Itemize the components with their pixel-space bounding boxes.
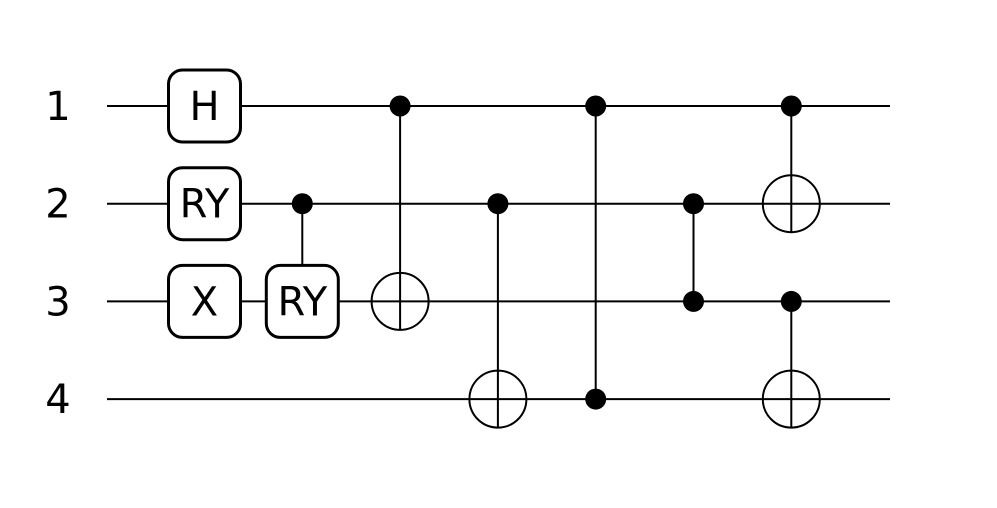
gate-box	[167, 263, 242, 339]
wire-label-2: 2	[45, 182, 70, 228]
gate-box	[264, 263, 340, 339]
wire-label-1: 1	[45, 84, 70, 130]
gates-layer: H RY X RY	[167, 68, 821, 429]
gate-ry-wire-2: RY	[167, 166, 242, 242]
cnot-target-wire-3	[370, 271, 430, 331]
gate-x-wire-3: X	[167, 263, 242, 339]
gate-ry-wire-3: RY	[264, 263, 340, 339]
cnot-target-wire-4	[468, 369, 528, 429]
cz-control-dot	[683, 290, 704, 312]
cnot-control-dot	[780, 95, 802, 117]
gate-label: RY	[277, 279, 327, 325]
gate-label: RY	[180, 182, 230, 228]
cz-control-dot	[683, 193, 704, 215]
gate-box	[167, 166, 242, 242]
cnot-control-dot	[389, 95, 411, 117]
wire-labels-layer: 1 2 3 4	[45, 84, 70, 423]
cnot-control-dot	[780, 290, 802, 312]
control-dot	[291, 193, 313, 215]
wire-label-3: 3	[45, 279, 70, 325]
gate-box	[167, 68, 242, 144]
gate-label: H	[189, 84, 219, 130]
cnot-target-wire-2	[761, 174, 821, 234]
cnot-target-wire-4	[761, 369, 821, 429]
cz-control-dot	[585, 388, 607, 410]
cz-control-dot	[585, 95, 607, 117]
gate-label: X	[191, 279, 218, 325]
cnot-control-dot	[487, 193, 509, 215]
gate-h-wire-1: H	[167, 68, 242, 144]
wire-label-4: 4	[45, 377, 70, 423]
